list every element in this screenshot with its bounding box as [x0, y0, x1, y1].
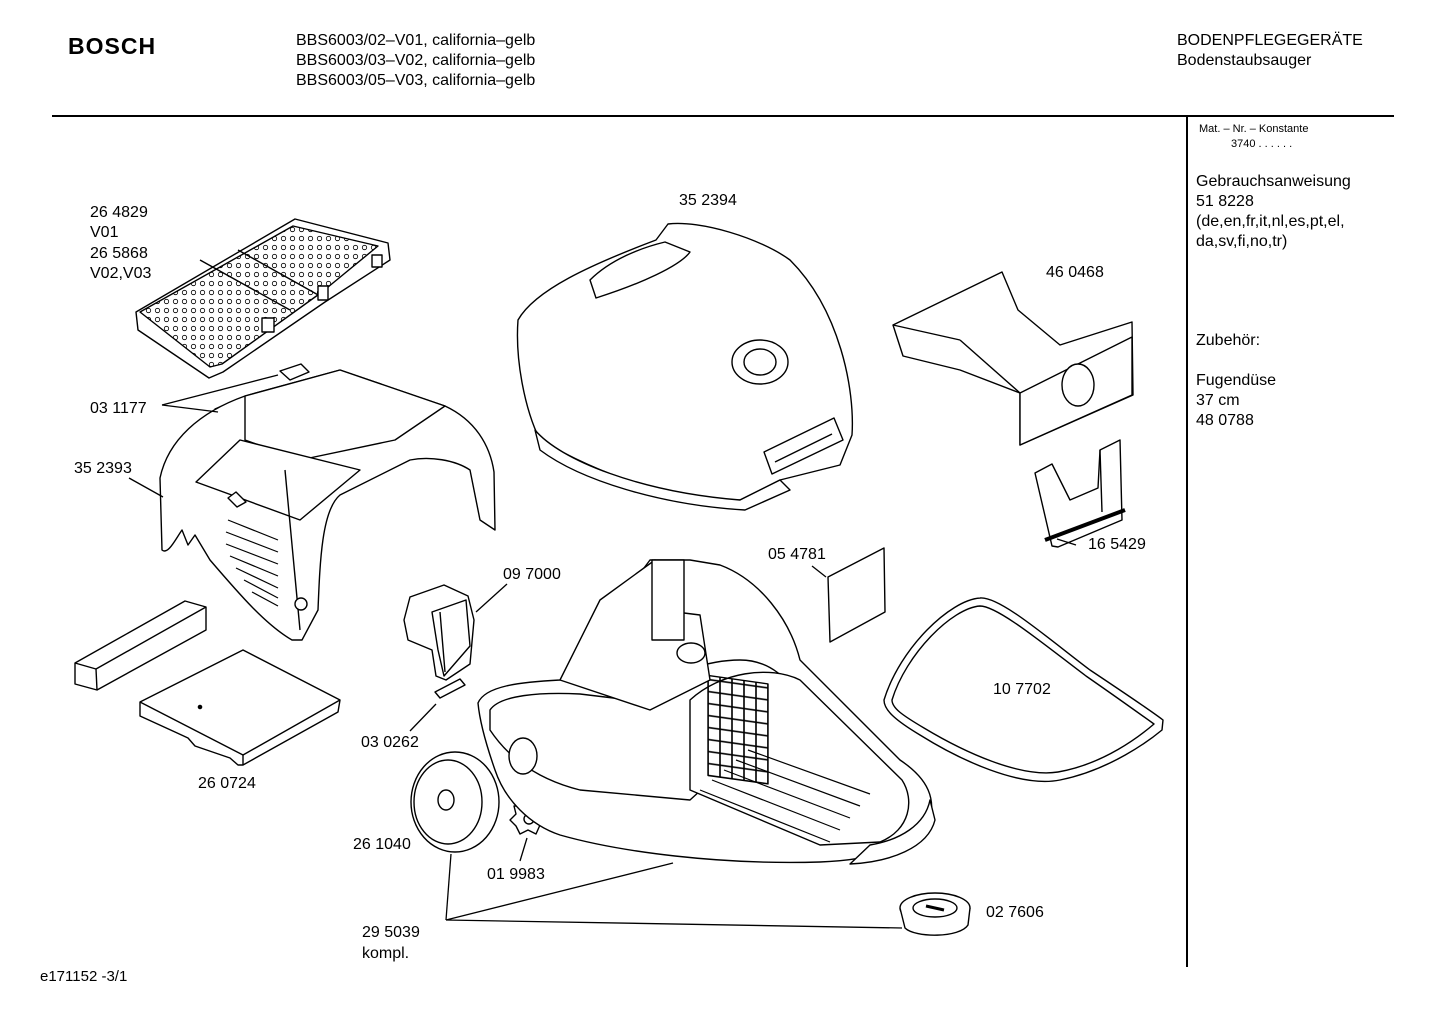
part-label: 03 0262: [361, 734, 419, 751]
part-label: 26 0724: [198, 775, 256, 792]
leader-lines: [128, 374, 1077, 929]
foam-block-part: [74, 600, 207, 691]
category-title: BODENPFLEGEGERÄTE: [1177, 32, 1363, 49]
accessories-title: Zubehör:: [1196, 332, 1261, 349]
part-label: 09 7000: [503, 566, 561, 583]
part-label: 29 5039: [362, 924, 420, 941]
accessory-size: 37 cm: [1196, 392, 1240, 409]
bag-holder-part: [1034, 439, 1126, 548]
filter-cover-part: [135, 218, 391, 379]
category-block: BODENPFLEGEGERÄTE Bodenstaubsauger: [1177, 31, 1363, 71]
drawing-id: e171152 -3/1: [40, 968, 128, 985]
seal-ring-part: [883, 597, 1164, 782]
part-label: 26 5868: [90, 245, 148, 262]
manual-title: Gebrauchsanweisung: [1196, 173, 1351, 190]
foot-part: [899, 892, 971, 936]
wheel-part: [410, 751, 500, 853]
part-label: 16 5429: [1088, 536, 1146, 553]
valve-part: [403, 584, 475, 681]
brand-logo: BOSCH: [68, 33, 157, 59]
manual-languages: (de,en,fr,it,nl,es,pt,el,: [1196, 213, 1345, 230]
model-line: BBS6003/02–V01, california–gelb: [296, 32, 536, 49]
pin-part: [434, 678, 466, 699]
sidebar-rule: [1186, 116, 1188, 967]
filter-plate-part: [139, 649, 341, 766]
part-label: 35 2394: [679, 192, 737, 209]
part-label: 35 2393: [74, 460, 132, 477]
part-label: 03 1177: [90, 400, 147, 417]
part-label: 02 7606: [986, 904, 1044, 921]
material-code: 3740 . . . . . .: [1231, 138, 1293, 150]
part-variant-label: V01: [90, 224, 119, 241]
material-label: Mat. – Nr. – Konstante: [1199, 123, 1309, 135]
accessory-name: Fugendüse: [1196, 372, 1277, 389]
part-variant-label: V02,V03: [90, 265, 151, 282]
category-subtitle: Bodenstaubsauger: [1177, 52, 1312, 69]
header-rule: [52, 115, 1394, 117]
model-list: BBS6003/02–V01, california–gelb BBS6003/…: [296, 31, 535, 91]
base-housing-part: [477, 559, 936, 865]
manual-number: 51 8228: [1196, 193, 1254, 210]
material-constant: Mat. – Nr. – Konstante 3740 . . . . . .: [1199, 122, 1308, 152]
part-label: 10 7702: [993, 681, 1051, 698]
manual-block: Gebrauchsanweisung 51 8228 (de,en,fr,it,…: [1196, 172, 1351, 252]
part-label: 46 0468: [1046, 264, 1104, 281]
cover-lid-part: [516, 222, 854, 511]
filter-pad-part: [827, 547, 886, 643]
housing-part: [159, 369, 496, 641]
accessory-block: Fugendüse 37 cm 48 0788: [1196, 371, 1276, 431]
part-label: 26 4829: [90, 204, 148, 221]
model-line: BBS6003/05–V03, california–gelb: [296, 72, 536, 89]
part-label: 26 1040: [353, 836, 411, 853]
model-line: BBS6003/03–V02, california–gelb: [296, 52, 536, 69]
dust-bag-part: [892, 271, 1134, 446]
manual-languages: da,sv,fi,no,tr): [1196, 233, 1288, 250]
part-label-note: kompl.: [362, 945, 409, 962]
part-label: 05 4781: [768, 546, 826, 563]
accessory-number: 48 0788: [1196, 412, 1254, 429]
part-label: 01 9983: [487, 866, 545, 883]
